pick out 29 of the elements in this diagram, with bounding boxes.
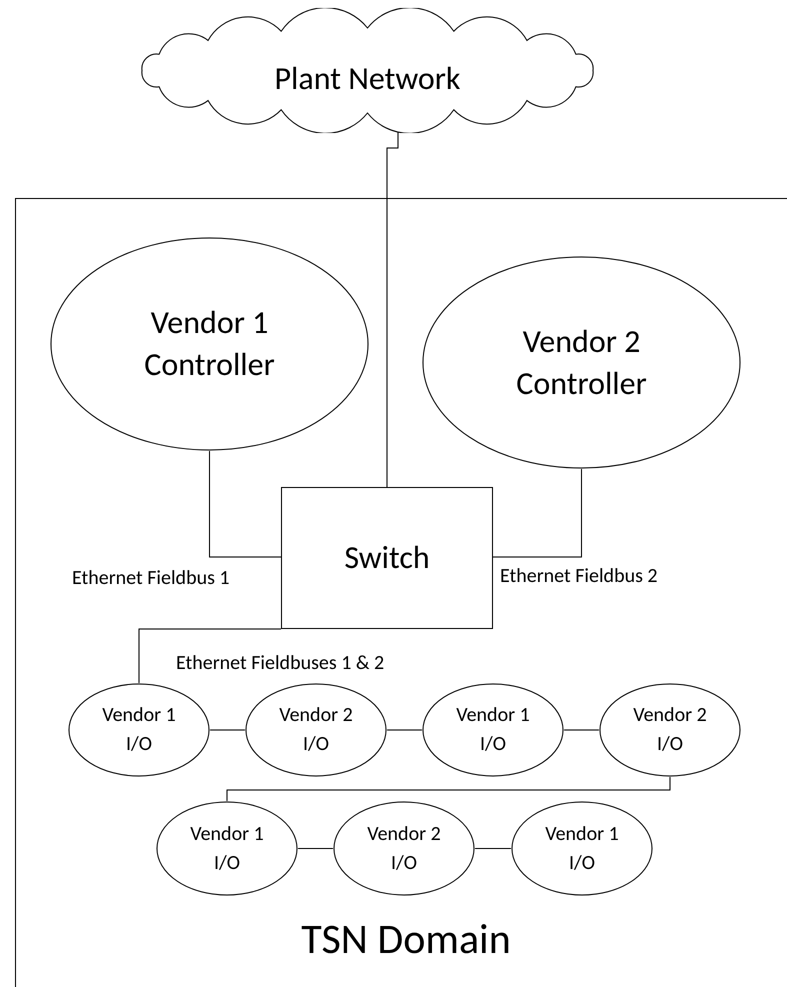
node-label: Vendor 1 I/O — [544, 820, 620, 876]
io-ellipse — [245, 683, 387, 777]
connector-line — [298, 848, 334, 849]
controller-ellipse — [50, 237, 369, 451]
node-label: Vendor 2 Controller — [515, 320, 648, 404]
domain-title: TSN Domain — [301, 919, 511, 961]
node-label: Vendor 2 I/O — [366, 820, 442, 876]
io-ellipse — [333, 801, 475, 896]
switch-label: Switch — [344, 537, 430, 579]
connector-line — [474, 848, 512, 849]
io-ellipse — [68, 683, 210, 777]
io-ellipse — [599, 683, 741, 777]
io-ellipse — [156, 801, 298, 896]
connector-line — [209, 450, 282, 558]
node-label: Vendor 1 I/O — [189, 820, 265, 876]
node-label: Vendor 1 I/O — [455, 702, 531, 758]
connector-line — [492, 468, 582, 558]
switch-box — [281, 487, 493, 629]
node-label: Vendor 2 I/O — [278, 702, 354, 758]
cloud-label: Plant Network — [274, 58, 460, 100]
io-ellipse — [422, 683, 564, 777]
io-ellipse — [511, 801, 653, 896]
controller-ellipse — [422, 256, 741, 469]
node-label: Vendor 1 Controller — [143, 302, 276, 386]
connector-line — [226, 776, 670, 802]
connector-line — [138, 628, 282, 684]
node-label: Vendor 1 I/O — [101, 702, 177, 758]
node-label: Vendor 2 I/O — [632, 702, 708, 758]
domain-boundary — [15, 198, 787, 987]
